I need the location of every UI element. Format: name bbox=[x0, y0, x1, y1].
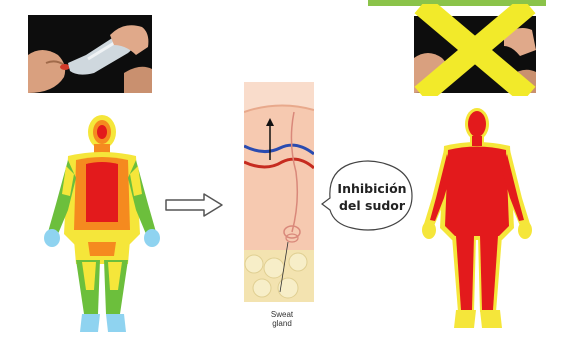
thermal-body-hot bbox=[422, 106, 532, 332]
sweat-gland-label: Sweat gland bbox=[262, 310, 302, 328]
sweat-gland-label-line2: gland bbox=[262, 319, 302, 328]
bubble-line-1: Inhibición bbox=[334, 180, 410, 197]
sweat-gland-label-line1: Sweat bbox=[262, 310, 302, 319]
cross-icon bbox=[414, 4, 536, 96]
thermal-body-mixed bbox=[44, 114, 160, 336]
bubble-text: Inhibición del sudor bbox=[334, 180, 410, 214]
bubble-line-2: del sudor bbox=[334, 197, 410, 214]
right-arrow-icon bbox=[164, 192, 226, 218]
drinking-photo bbox=[28, 15, 152, 93]
skin-cross-section bbox=[244, 82, 314, 302]
